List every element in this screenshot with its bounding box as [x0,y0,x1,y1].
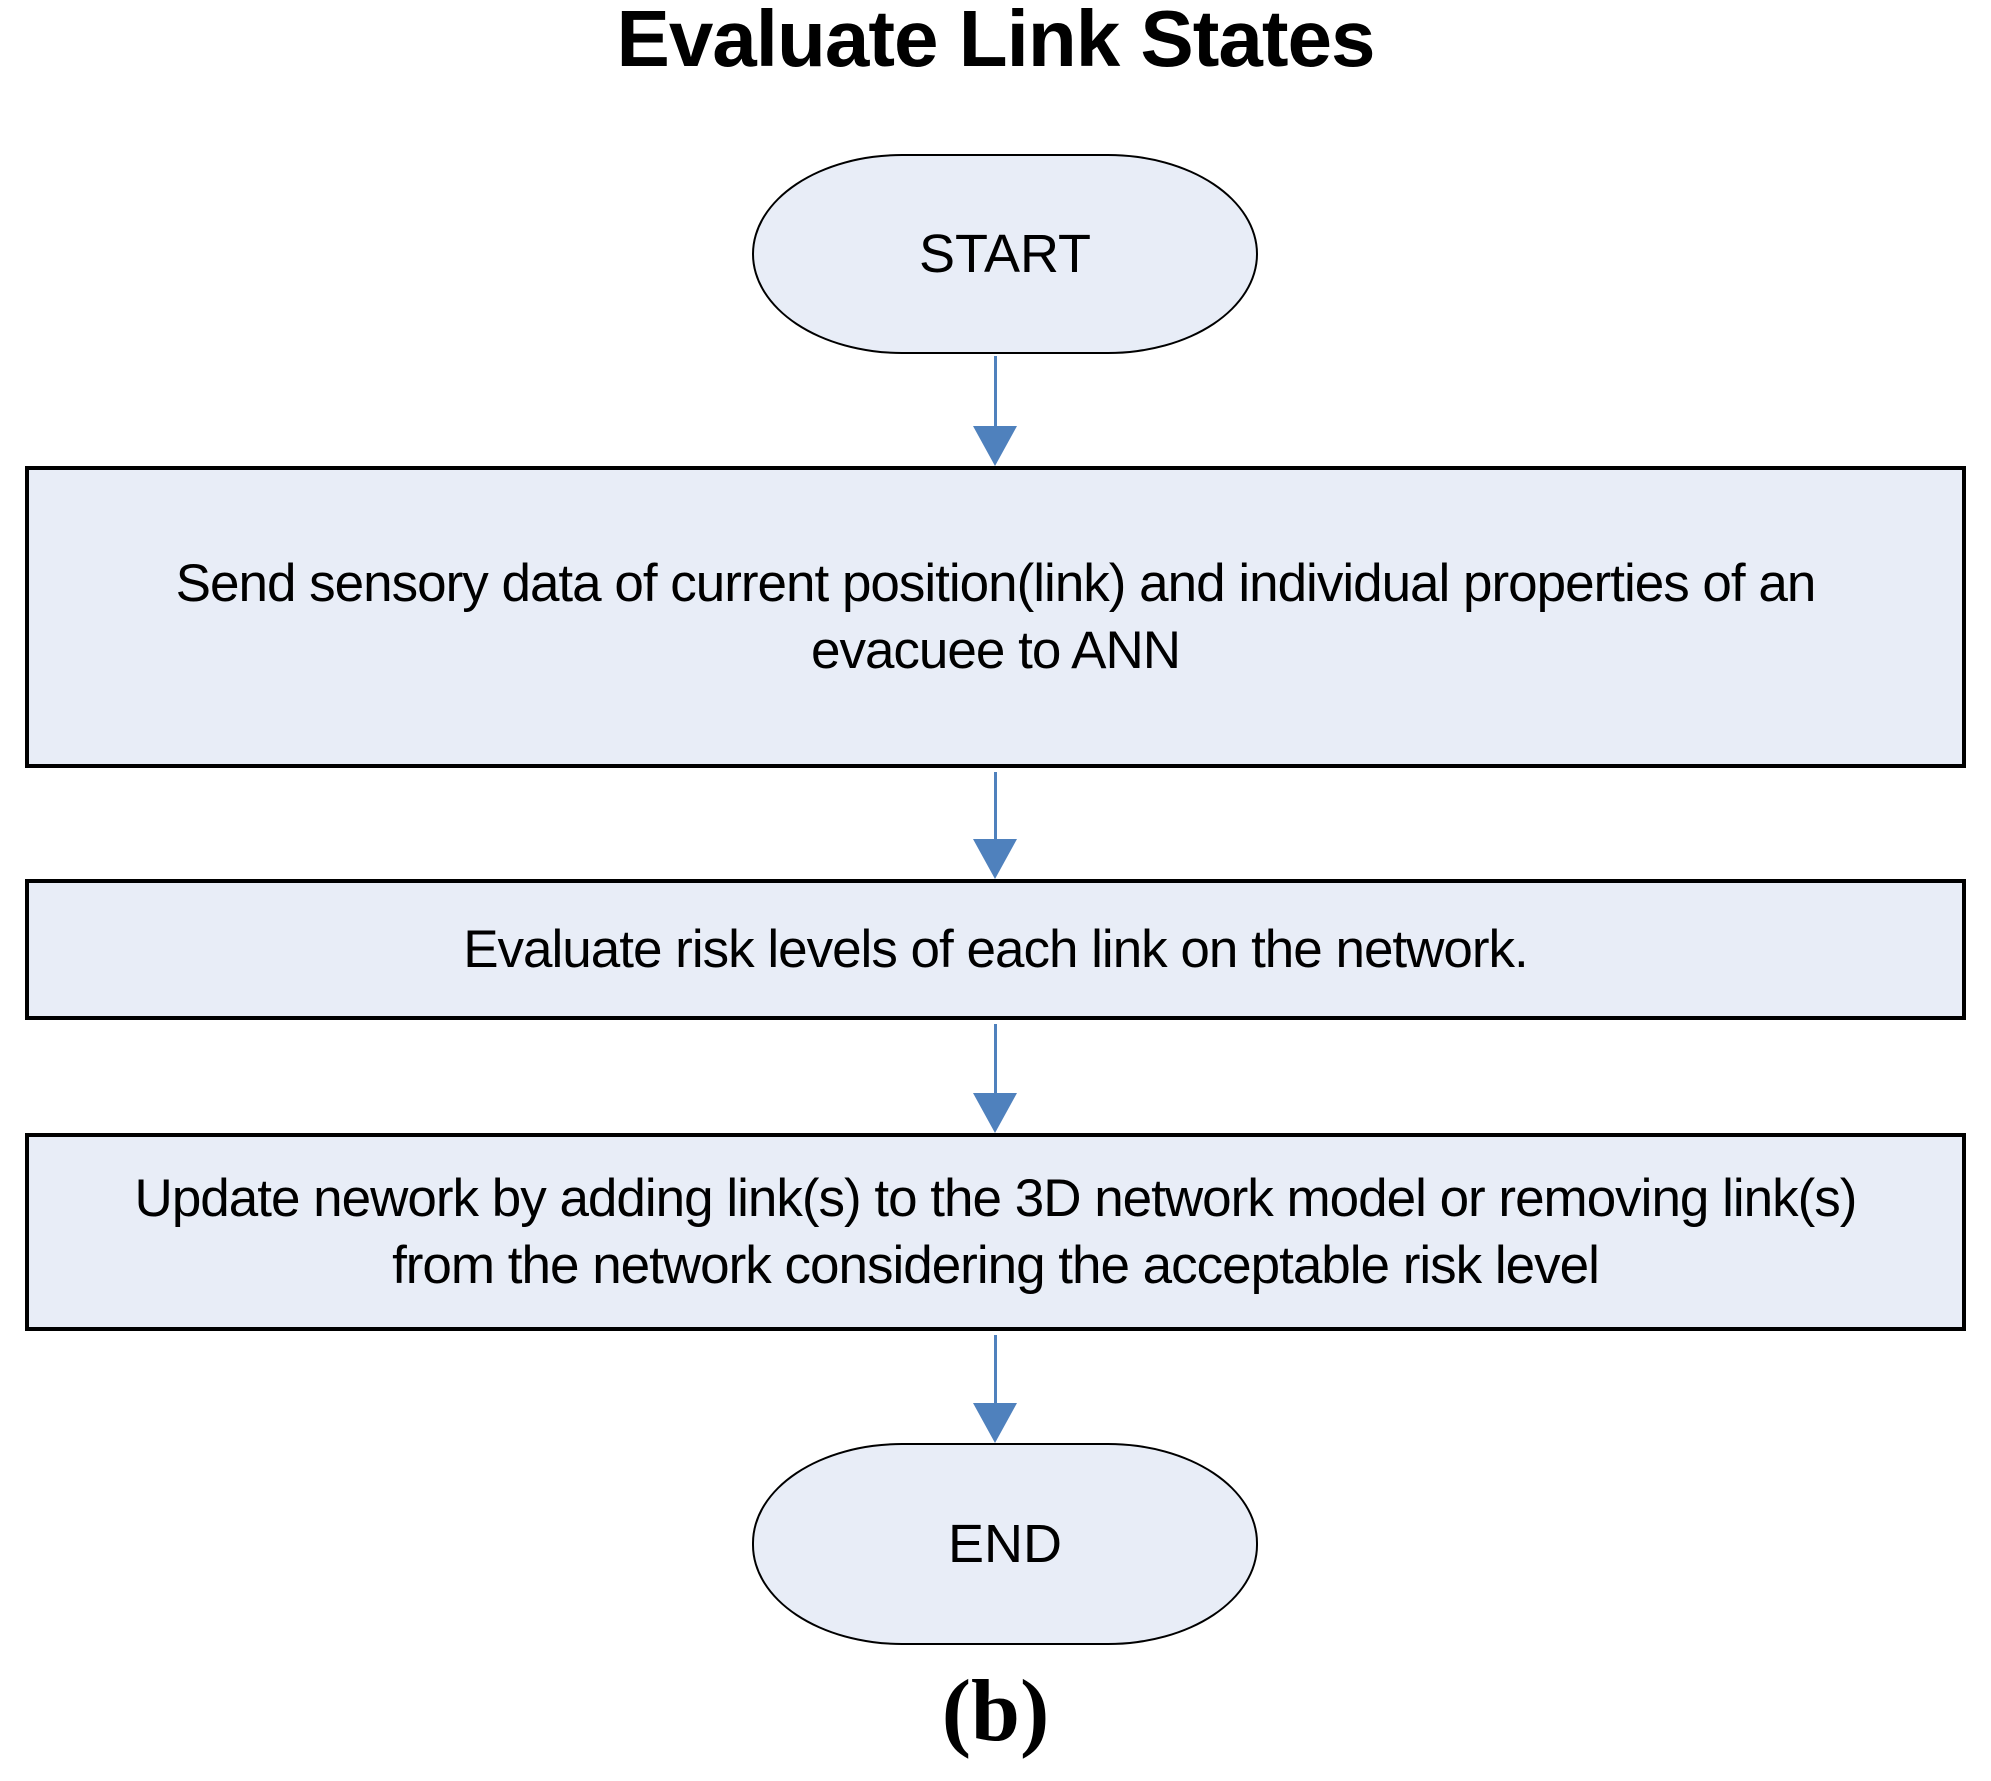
arrow-line [993,1335,997,1403]
flow-arrow-step1-to-step2 [973,772,1017,879]
process-node-evaluate-risk: Evaluate risk levels of each link on the… [25,879,1966,1020]
arrow-line [993,772,997,839]
end-node-label: END [947,1514,1062,1574]
arrow-down-icon [973,1403,1017,1443]
arrow-down-icon [973,839,1017,879]
start-node-label: START [918,224,1092,284]
start-node: START [752,154,1258,354]
arrow-down-icon [973,1093,1017,1133]
process-node-update-network: Update nework by adding link(s) to the 3… [25,1133,1966,1331]
arrow-down-icon [973,426,1017,466]
flow-arrow-step3-to-end [973,1335,1017,1443]
arrow-line [993,1024,997,1093]
process-node-send-sensory-data: Send sensory data of current position(li… [25,466,1966,768]
page-title: Evaluate Link States [616,0,1375,83]
flow-arrow-step2-to-step3 [973,1024,1017,1133]
process-node-text: Evaluate risk levels of each link on the… [463,920,1529,979]
end-node: END [752,1443,1258,1645]
flow-arrow-start-to-step1 [973,356,1017,466]
process-node-text: Send sensory data of current position(li… [175,554,1817,680]
process-node-text: Update nework by adding link(s) to the 3… [134,1169,1858,1295]
arrow-line [993,356,997,426]
figure-caption: (b) [941,1663,1050,1760]
